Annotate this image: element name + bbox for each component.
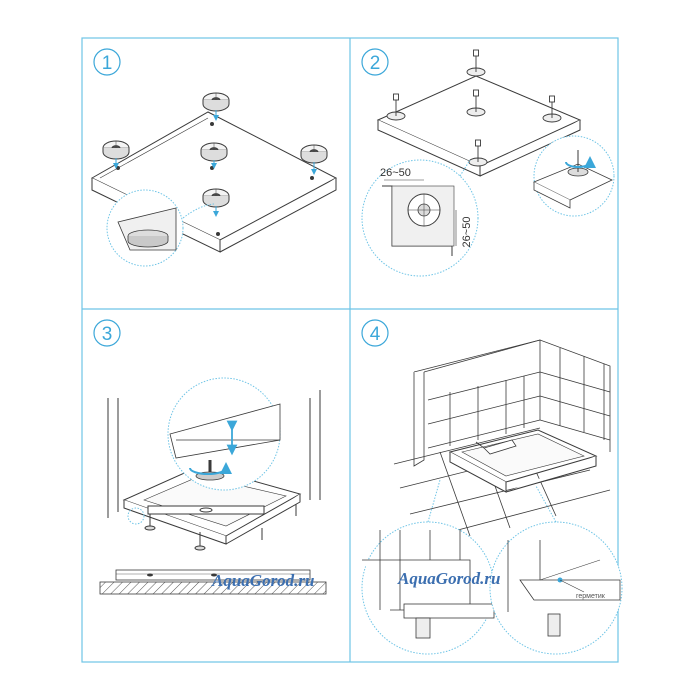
step-2-leg-detail-bubble <box>533 135 615 217</box>
watermark-right: AquaGorod.ru <box>397 569 501 588</box>
leg-pad <box>202 188 230 208</box>
step-4-number: 4 <box>370 324 381 345</box>
adjustable-leg <box>386 93 406 121</box>
step-4-detail-bubble-right: герметик <box>489 485 623 655</box>
step-1-down-arrows <box>113 110 317 217</box>
step-1-number: 1 <box>102 53 113 74</box>
leg-pad <box>102 140 130 160</box>
step-2-badge: 2 <box>361 48 389 76</box>
leg-pad <box>202 92 230 112</box>
panel-frame <box>81 37 619 663</box>
step-3-number: 3 <box>102 324 113 345</box>
step-4-badge: 4 <box>361 319 389 347</box>
step-1-badge: 1 <box>93 48 121 76</box>
step-3-illustration <box>107 390 321 551</box>
step-4-illustration <box>393 339 611 541</box>
leg-pad <box>200 142 228 162</box>
step-2-illustration <box>376 75 582 177</box>
step-1-detail-bubble <box>106 189 215 267</box>
adjustable-leg <box>542 95 562 123</box>
step-2-dimension-bubble: 26~50 26~50 <box>361 159 479 277</box>
watermark-left: AquaGorod.ru <box>211 571 315 590</box>
step-2-legs <box>386 49 562 167</box>
dimension-label-vertical: 26~50 <box>461 217 473 248</box>
adjustable-leg <box>466 49 486 77</box>
step-3-level-strip <box>99 569 327 595</box>
step-1-leg-pads <box>102 92 328 208</box>
dimension-label-horizontal: 26~50 <box>380 167 411 179</box>
step-2-number: 2 <box>370 53 381 74</box>
leg-pad <box>300 144 328 164</box>
step-3-badge: 3 <box>93 319 121 347</box>
adjustable-leg <box>468 139 488 167</box>
sealant-label: герметик <box>576 593 606 600</box>
adjustable-leg <box>466 89 486 117</box>
step-3-detail-bubble <box>167 377 281 491</box>
step-4-detail-bubble-left <box>361 479 495 655</box>
